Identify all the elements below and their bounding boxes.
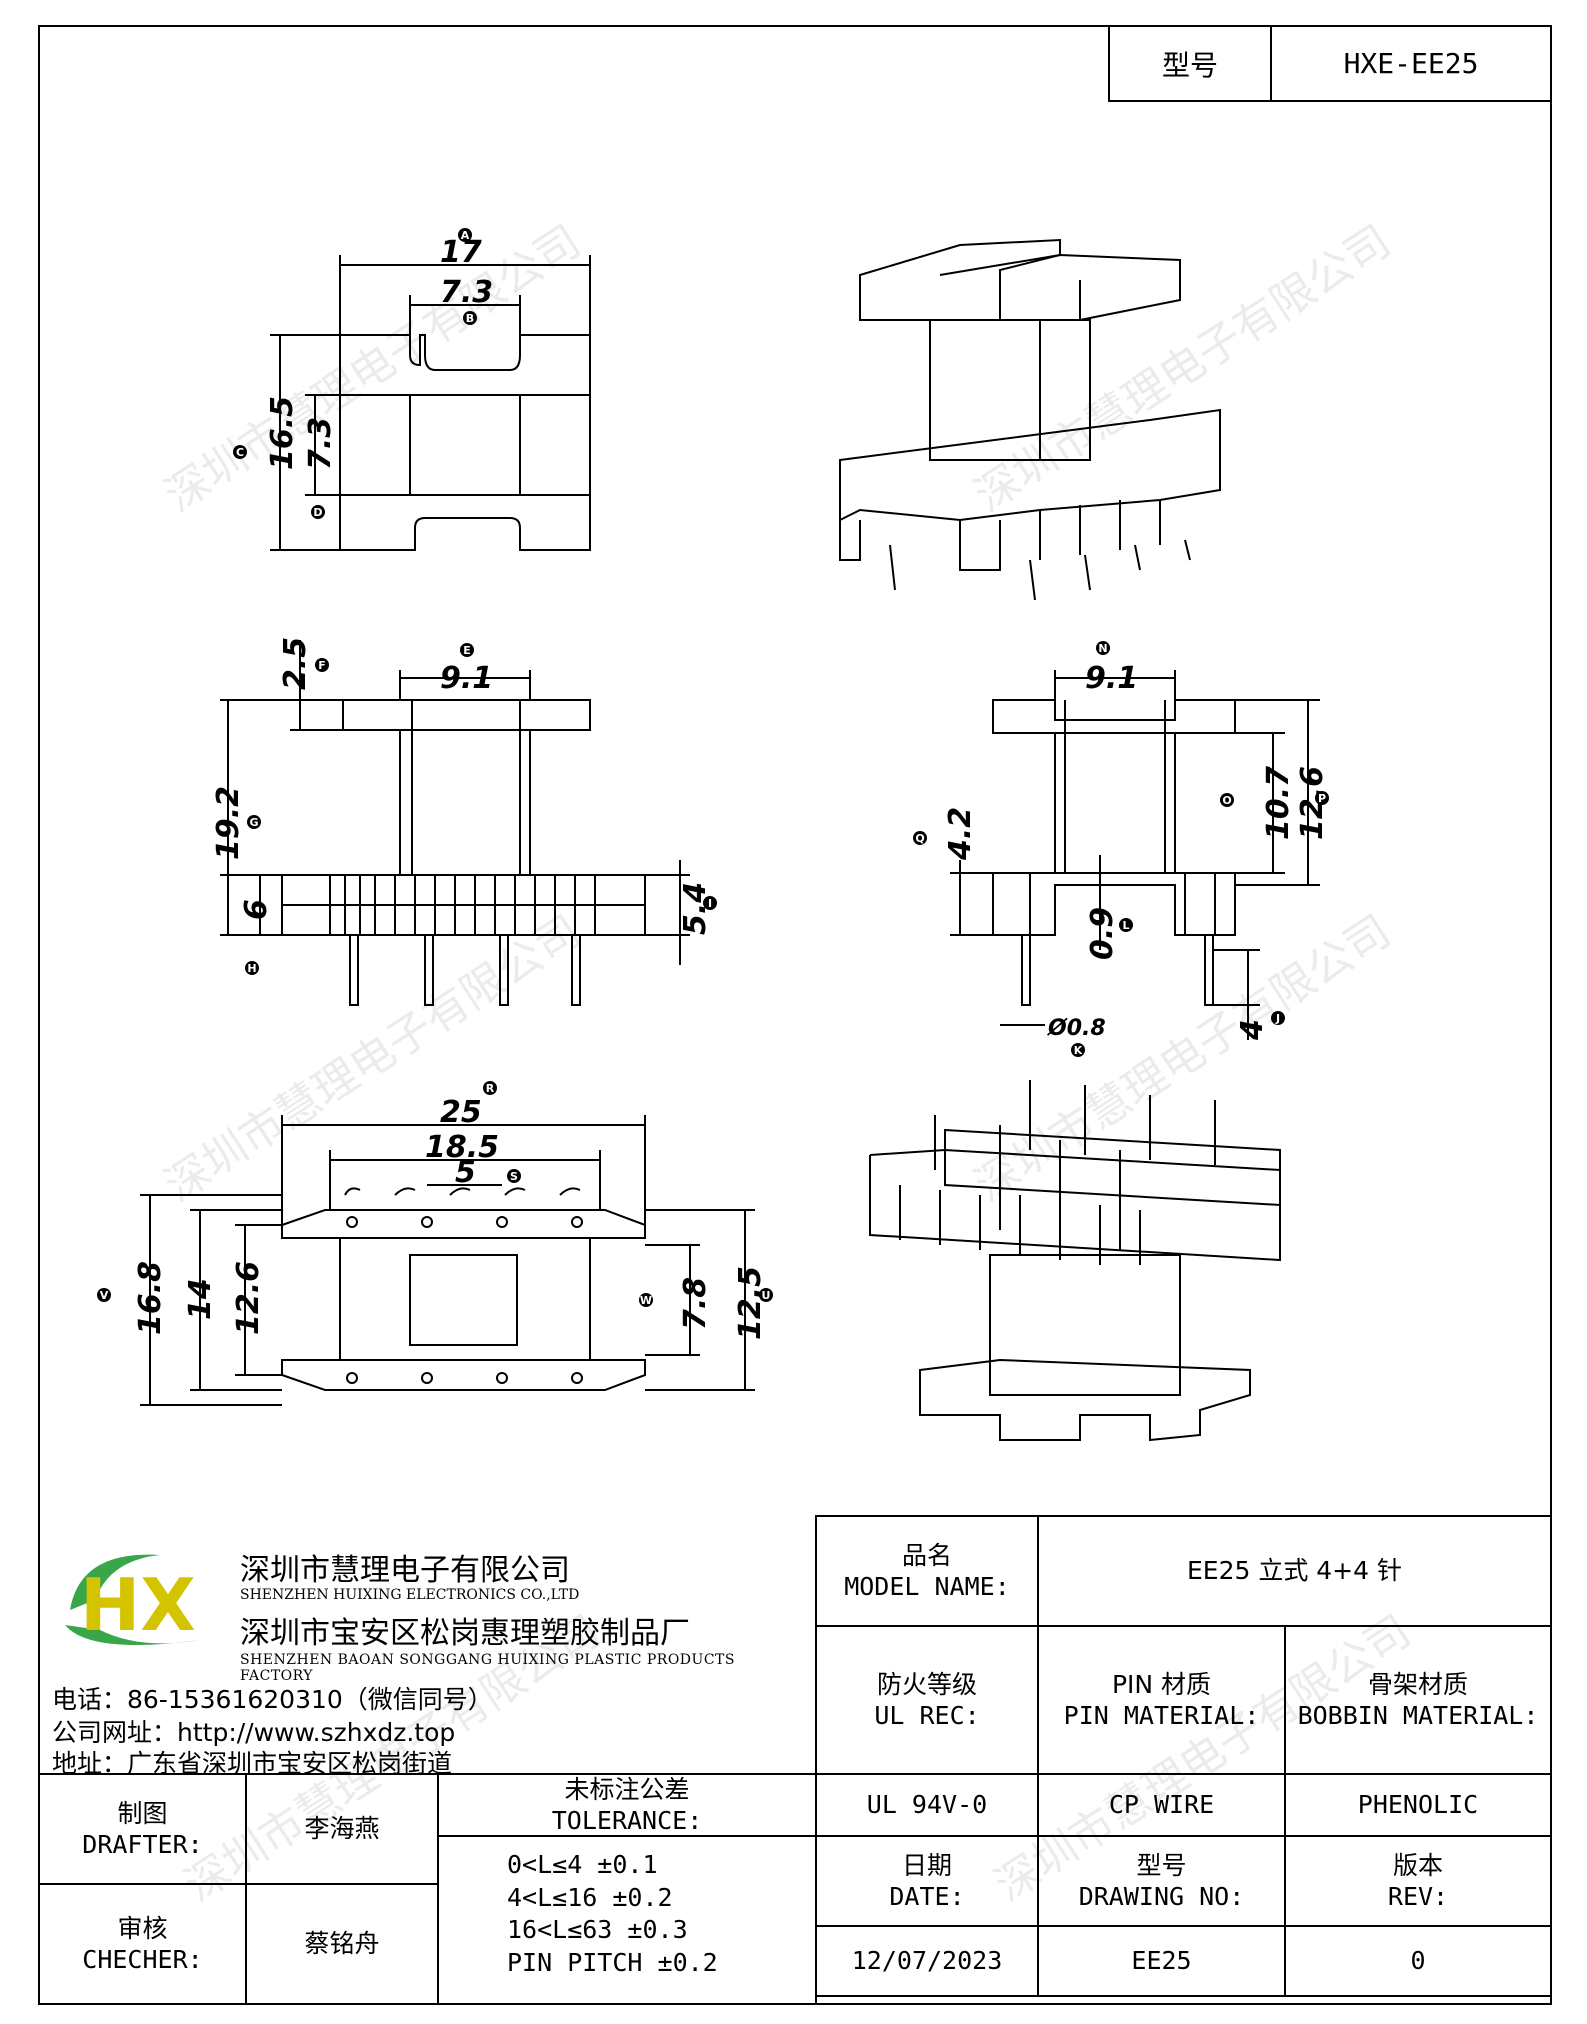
circle-marker-label: F <box>318 659 326 672</box>
ul-rec-value: UL 94V-0 <box>815 1773 1039 1837</box>
circle-marker-label: L <box>1122 919 1129 932</box>
tolerance-cell: 未标注公差 TOLERANCE: 0<L≤4 ±0.1 4<L≤16 ±0.2 … <box>437 1773 817 2005</box>
dim-25: 25 <box>440 1095 482 1130</box>
dim-7-8: 7.8 <box>678 1277 713 1330</box>
dim-18-5: 18.5 <box>425 1130 499 1165</box>
factory-name-en: SHENZHEN BAOAN SONGGANG HUIXING PLASTIC … <box>240 1652 735 1684</box>
circle-marker-label: H <box>247 962 256 975</box>
front-view: 9.1 2.5 19.2 6 5.4 <box>211 637 713 1006</box>
dim-4-pin: 4 <box>1235 1019 1270 1041</box>
drawing-frame <box>38 25 1552 2005</box>
dim-16-5: 16.5 <box>265 396 300 470</box>
dim-6: 6 <box>239 899 274 920</box>
circle-marker-label: V <box>100 1289 109 1302</box>
model-name-label: 品名 MODEL NAME: <box>815 1515 1039 1627</box>
tolerance-line-2: 4<L≤16 ±0.2 <box>507 1882 673 1912</box>
circle-marker-label: U <box>762 1289 771 1302</box>
bobbin-material-label: 骨架材质 BOBBIN MATERIAL: <box>1284 1625 1552 1775</box>
drawing-no-value: EE25 <box>1037 1925 1286 1997</box>
dim-5: 5 <box>455 1155 476 1190</box>
circle-marker-label: S <box>510 1170 518 1183</box>
dim-19-2: 19.2 <box>211 786 246 860</box>
circle-marker-label: W <box>640 1294 652 1307</box>
circle-marker-label: C <box>236 446 244 459</box>
title-block-left: 制图 DRAFTER: 李海燕 未标注公差 TOLERANCE: 0<L≤4 ±… <box>38 1773 817 2005</box>
circle-marker-label: K <box>1074 1044 1083 1057</box>
circle-marker-label: R <box>486 1082 495 1095</box>
circle-marker-label: B <box>466 312 474 325</box>
company-name-cn: 深圳市慧理电子有限公司 <box>240 1553 570 1588</box>
iso-view-2 <box>869 1080 1281 1442</box>
dim-2-5: 2.5 <box>278 637 313 690</box>
dim-14: 14 <box>183 1278 218 1320</box>
circle-marker-label: N <box>1098 642 1107 655</box>
side-view: 9.1 10.7 12.6 4.2 0.9 Ø0.8 4 <box>943 661 1330 1041</box>
model-name-value: EE25 立式 4+4 针 <box>1037 1515 1552 1627</box>
dim-16-8: 16.8 <box>133 1261 168 1335</box>
drawing-no-label: 型号 DRAWING NO: <box>1037 1835 1286 1927</box>
logo-text: HX <box>80 1563 196 1647</box>
company-name-en: SHENZHEN HUIXING ELECTRONICS CO.,LTD <box>240 1587 580 1603</box>
pin-material-value: CP WIRE <box>1037 1773 1286 1837</box>
circle-marker-label: I <box>708 897 712 910</box>
dim-10-7: 10.7 <box>1261 766 1296 840</box>
date-label: 日期 DATE: <box>815 1835 1039 1927</box>
dim-0-9: 0.9 <box>1085 907 1120 960</box>
dim-12-5: 12.5 <box>733 1266 768 1340</box>
circle-marker-label: G <box>249 816 258 829</box>
checker-value: 蔡铭舟 <box>245 1883 439 2005</box>
dim-7-3-side: 7.3 <box>303 417 338 470</box>
date-value: 12/07/2023 <box>815 1925 1039 1997</box>
tolerance-line-4: PIN PITCH ±0.2 <box>507 1947 718 1977</box>
technical-drawing: 17 7.3 16.5 7.3 <box>97 228 1330 1442</box>
dim-pin-dia: Ø0.8 <box>1046 1016 1106 1041</box>
company-block: HX 深圳市慧理电子有限公司 SHENZHEN HUIXING ELECTRON… <box>40 1515 810 1778</box>
tolerance-line-3: 16<L≤63 ±0.3 <box>507 1915 688 1944</box>
bobbin-material-value: PHENOLIC <box>1284 1773 1552 1837</box>
drafter-value: 李海燕 <box>245 1773 439 1885</box>
iso-view-1 <box>839 238 1221 601</box>
company-logo: HX <box>65 1554 200 1647</box>
type-value: HXE-EE25 <box>1343 47 1479 80</box>
ul-rec-label: 防火等级 UL REC: <box>815 1625 1039 1775</box>
company-website: 公司网址：http://www.szhxdz.top <box>52 1718 456 1747</box>
circle-markers: A B C D E F G H I N O P Q L J K R S V W U <box>97 228 1329 1307</box>
circle-marker-label: A <box>461 229 470 242</box>
dim-12-6-bottom: 12.6 <box>231 1261 266 1335</box>
rev-label: 版本 REV: <box>1284 1835 1552 1927</box>
pin-material-label: PIN 材质 PIN MATERIAL: <box>1037 1625 1286 1775</box>
dim-17: 17 <box>440 235 482 270</box>
rev-value: 0 <box>1284 1925 1552 1997</box>
factory-name-cn: 深圳市宝安区松岗惠理塑胶制品厂 <box>240 1616 690 1651</box>
circle-marker-label: J <box>1275 1012 1280 1025</box>
type-box: 型号 HXE-EE25 <box>1108 25 1552 102</box>
circle-marker-label: Q <box>915 832 924 845</box>
title-block-right: 品名 MODEL NAME: EE25 立式 4+4 针 防火等级 UL REC… <box>815 1515 1552 1997</box>
bottom-view: 25 18.5 5 16.8 14 12.6 7.8 12.5 <box>133 1095 768 1406</box>
checker-label: 审核 CHECHER: <box>38 1883 247 2005</box>
dim-9-1-front: 9.1 <box>440 661 493 696</box>
tolerance-line-1: 0<L≤4 ±0.1 <box>507 1850 658 1879</box>
circle-marker-label: D <box>313 506 322 519</box>
company-phone: 电话：86-15361620310（微信同号） <box>52 1685 493 1714</box>
circle-marker-label: E <box>463 644 471 657</box>
top-view: 17 7.3 16.5 7.3 <box>265 235 591 551</box>
dim-9-1-side: 9.1 <box>1085 661 1138 696</box>
type-label: 型号 <box>1110 27 1272 100</box>
dim-7-3-top: 7.3 <box>440 275 493 310</box>
drafter-label: 制图 DRAFTER: <box>38 1773 247 1885</box>
circle-marker-label: P <box>1318 792 1326 805</box>
dim-4-2: 4.2 <box>943 807 978 861</box>
circle-marker-label: O <box>1222 794 1231 807</box>
